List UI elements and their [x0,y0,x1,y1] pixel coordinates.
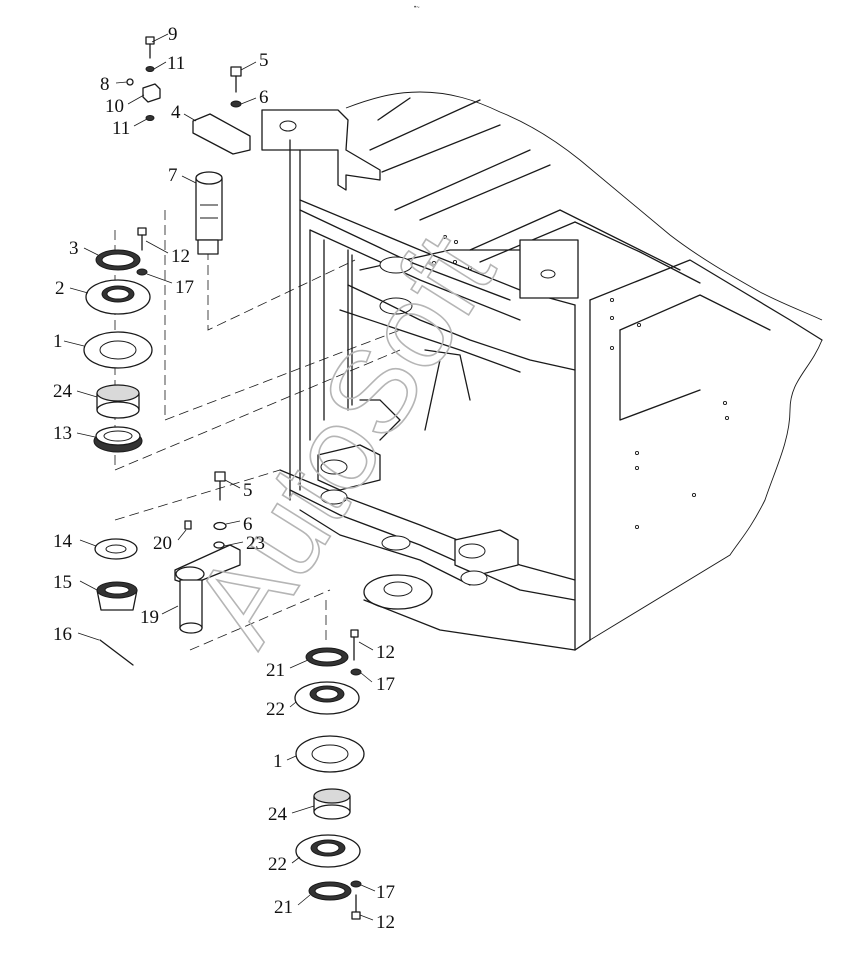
callout-label: 19 [140,607,159,628]
callout-label: 17 [376,882,395,903]
callout-label: 4 [171,102,181,123]
part-17-washer-mid [350,668,362,676]
callout-label: 1 [53,331,63,352]
part-6-washer-lower [213,521,227,531]
callout-label: 10 [105,96,124,117]
part-5-bolt-upper [230,66,242,93]
part-5-bolt-lower [214,471,226,501]
part-12-bolt-upper [137,227,147,251]
part-21-seal-lower [308,881,352,901]
callout-label: 20 [153,533,172,554]
callout-label: 5 [259,50,269,71]
leader-lines [63,33,376,921]
part-22-flange-upper [294,681,360,715]
part-10-block [142,83,161,103]
part-21-seal-upper [305,647,349,667]
part-16-cotter-pin [99,639,134,666]
callout-label: 8 [100,74,110,95]
part-11-washer-upper [145,66,155,72]
part-4-plate [192,113,251,155]
callout-label: 11 [167,53,185,74]
callout-label: 7 [168,165,178,186]
part-3-seal-ring [95,249,141,271]
part-7-pin [195,171,223,255]
header-mark: •~ [414,5,420,11]
part-6-washer-upper [230,100,242,108]
part-24-bushing-upper [96,384,140,419]
callout-label: 24 [53,381,73,402]
part-17-washer-lower [350,880,362,888]
part-15-castle-nut [96,581,138,611]
callout-label: 23 [246,533,265,554]
callout-label: 6 [243,514,253,535]
part-2-flange [85,279,151,315]
part-1-shim-upper [83,331,153,369]
callout-label: 21 [266,660,285,681]
part-24-bushing-lower [313,788,351,820]
part-11-washer-lower [145,115,155,121]
callout-label: 14 [53,531,73,552]
callout-label: 12 [376,642,395,663]
callout-label: 15 [53,572,72,593]
callout-label: 11 [112,118,130,139]
part-20-fitting [184,520,192,530]
part-8-nipple [126,78,134,86]
callout-label: 22 [268,854,287,875]
callout-label: 6 [259,87,269,108]
callout-label: 1 [273,751,283,772]
part-17-washer-upper [136,268,148,276]
part-22-flange-lower [295,834,361,868]
part-1-shim-lower [295,735,365,773]
frame-assembly [261,91,823,651]
callout-label: 22 [266,699,285,720]
callout-label: 17 [376,674,395,695]
callout-label: 2 [55,278,65,299]
part-19-pin [174,544,241,634]
part-12-bolt-mid [350,629,359,661]
callout-label: 3 [69,238,79,259]
part-9-bolt [145,36,155,59]
callout-label: 24 [268,804,288,825]
callout-label: 5 [243,480,253,501]
watermark-text: AutoSoft [168,212,520,666]
part-23-washer [213,541,225,549]
callout-label: 12 [171,246,190,267]
callout-labels: 9 11 8 10 11 5 6 4 7 3 12 2 17 1 24 13 5… [53,24,395,933]
callout-label: 17 [175,277,194,298]
callout-label: 9 [168,24,178,45]
callout-label: 21 [274,897,293,918]
callout-label: 13 [53,423,72,444]
callout-label: 16 [53,624,72,645]
part-14-washer [94,538,138,560]
callout-label: 12 [376,912,395,933]
part-13-bearing [93,426,143,453]
part-12-bolt-lower [351,894,361,920]
